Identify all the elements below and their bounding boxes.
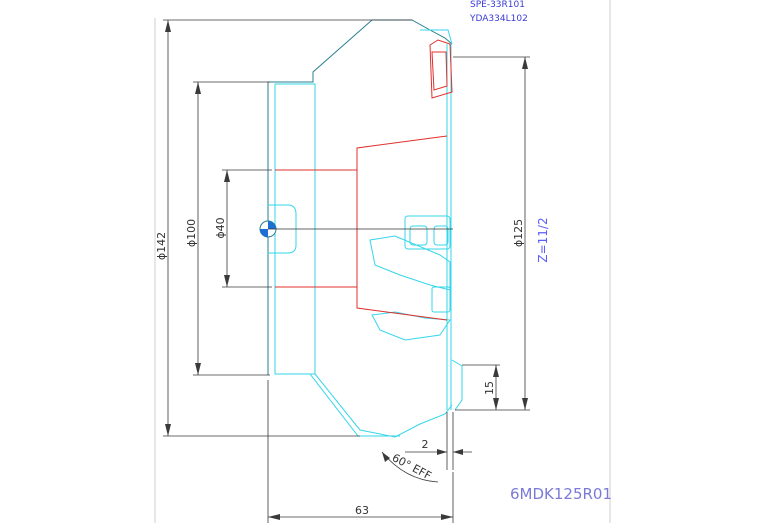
dim-15: 15: [483, 381, 496, 395]
model-number: 6MDK125R01: [510, 485, 612, 503]
arbor-step: [275, 135, 448, 171]
chip-pocket-2: [371, 311, 451, 341]
dim-phi125: ϕ125: [512, 219, 525, 247]
dim-phi100: ϕ100: [185, 219, 198, 247]
dim-phi40: ϕ40: [214, 217, 227, 238]
arrowheads: [165, 20, 528, 520]
dim-63: 63: [355, 504, 369, 517]
bore-keyway: [268, 204, 297, 254]
insert-code-2: YDA334L102: [469, 14, 528, 24]
insert-code-1: SPE-33R101: [470, 0, 525, 10]
cutter-body-outline: [267, 19, 463, 438]
dim-angle: 60° EFF: [390, 451, 434, 482]
dimension-lines: [163, 19, 530, 523]
dim-2: 2: [422, 438, 429, 451]
dim-phi142: ϕ142: [155, 232, 168, 260]
body-bottom: [314, 373, 453, 438]
frame-lines: [154, 0, 611, 523]
insert-top-red: [429, 39, 453, 99]
dim-teeth: Z=11/2: [536, 217, 550, 262]
arbor-red-lines: [275, 39, 453, 321]
insert-seat-mid: [431, 286, 451, 313]
body-bottom-2: [275, 373, 400, 437]
body-profile-outer: [267, 19, 453, 375]
insert-seat-top: [404, 215, 451, 250]
